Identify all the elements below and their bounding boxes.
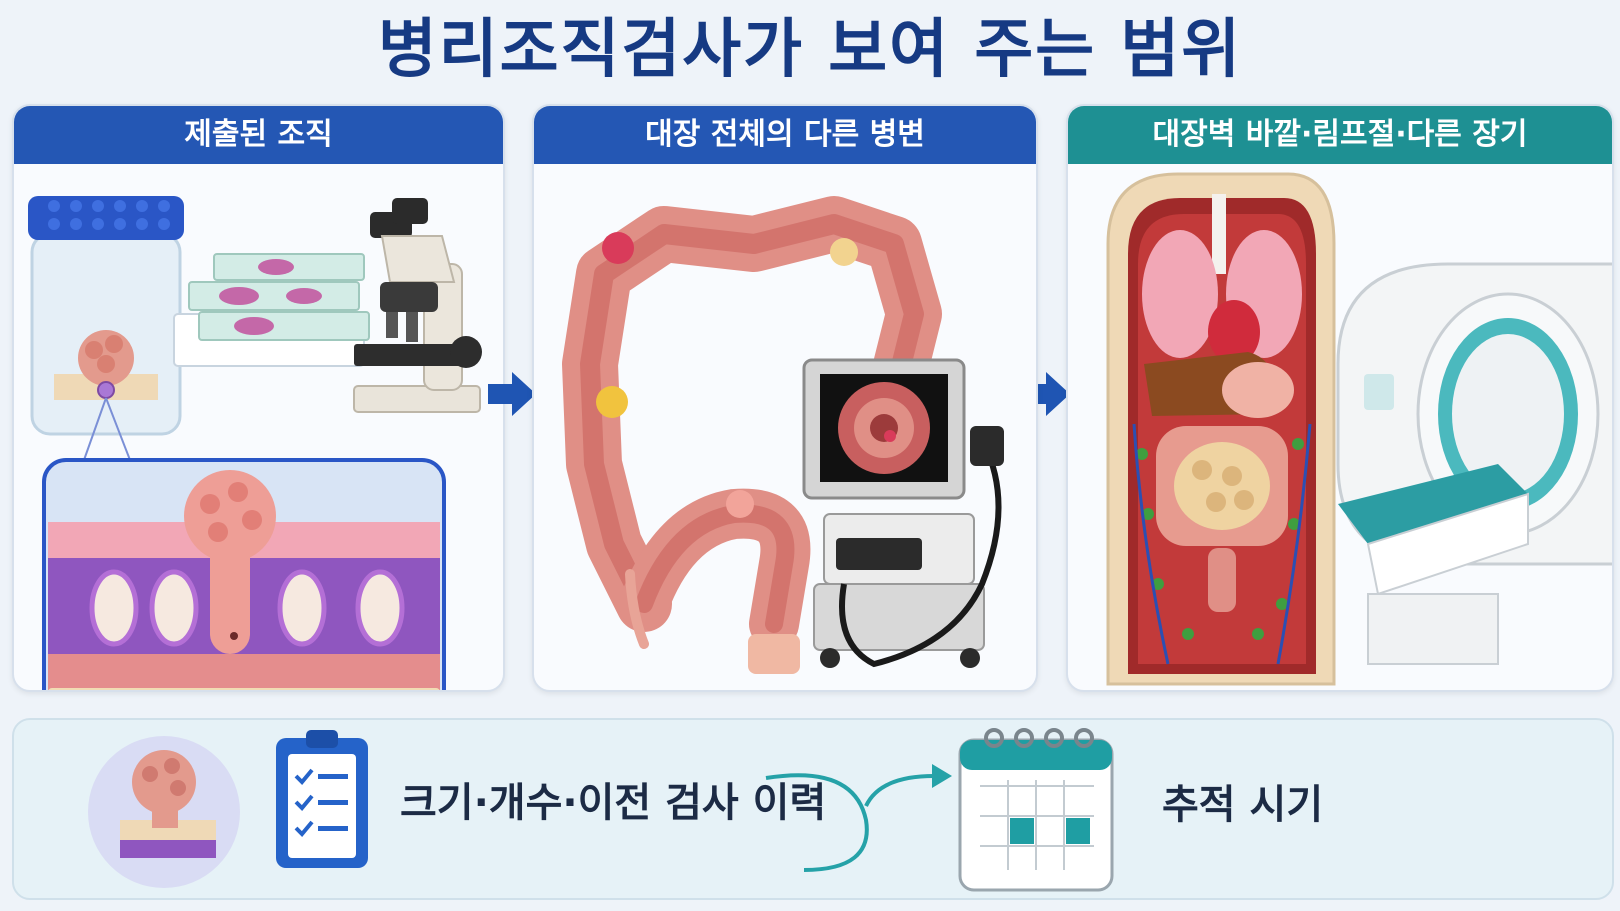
bottom-summary: 크기·개수·이전 검사 이력 추적 시기 xyxy=(12,718,1614,900)
checklist-clipboard-icon xyxy=(276,730,368,868)
panel-2-illustration xyxy=(562,196,1004,674)
specimen-jar-icon xyxy=(28,196,184,436)
polyp-icon xyxy=(88,736,240,888)
microscope-icon xyxy=(353,198,482,413)
panel-header-submitted-tissue: 제출된 조직 xyxy=(14,106,503,164)
endoscopy-monitor-icon xyxy=(802,358,1004,668)
flow-arrow-1-icon xyxy=(488,372,536,416)
colon-icon xyxy=(562,196,942,674)
panel-1-illustration xyxy=(28,196,482,690)
bottom-illustrations xyxy=(88,728,1114,892)
panel-3-illustration xyxy=(1106,172,1612,686)
glass-slides-icon xyxy=(173,253,370,367)
follow-up-timing-label: 추적 시기 xyxy=(1162,782,1324,828)
panel-header-whole-colon: 대장 전체의 다른 병변 xyxy=(534,106,1036,164)
tissue-magnified-icon xyxy=(42,458,446,690)
panel-header-outside-colon: 대장벽 바깥·림프절·다른 장기 xyxy=(1068,106,1612,164)
torso-organs-icon xyxy=(1106,172,1336,686)
panel-submitted-tissue: 제출된 조직 xyxy=(12,104,505,692)
curved-arrow-icon xyxy=(765,764,952,872)
ct-scanner-icon xyxy=(1336,262,1612,665)
flow-arrow-2-icon xyxy=(1022,372,1070,416)
page-title: 병리조직검사가 보여 주는 범위 xyxy=(377,13,1243,87)
panel-outside-colon: 대장벽 바깥·림프절·다른 장기 xyxy=(1066,104,1614,692)
history-label: 크기·개수·이전 검사 이력 xyxy=(400,780,827,826)
panel-whole-colon: 대장 전체의 다른 병변 xyxy=(532,104,1038,692)
calendar-icon xyxy=(958,728,1114,892)
